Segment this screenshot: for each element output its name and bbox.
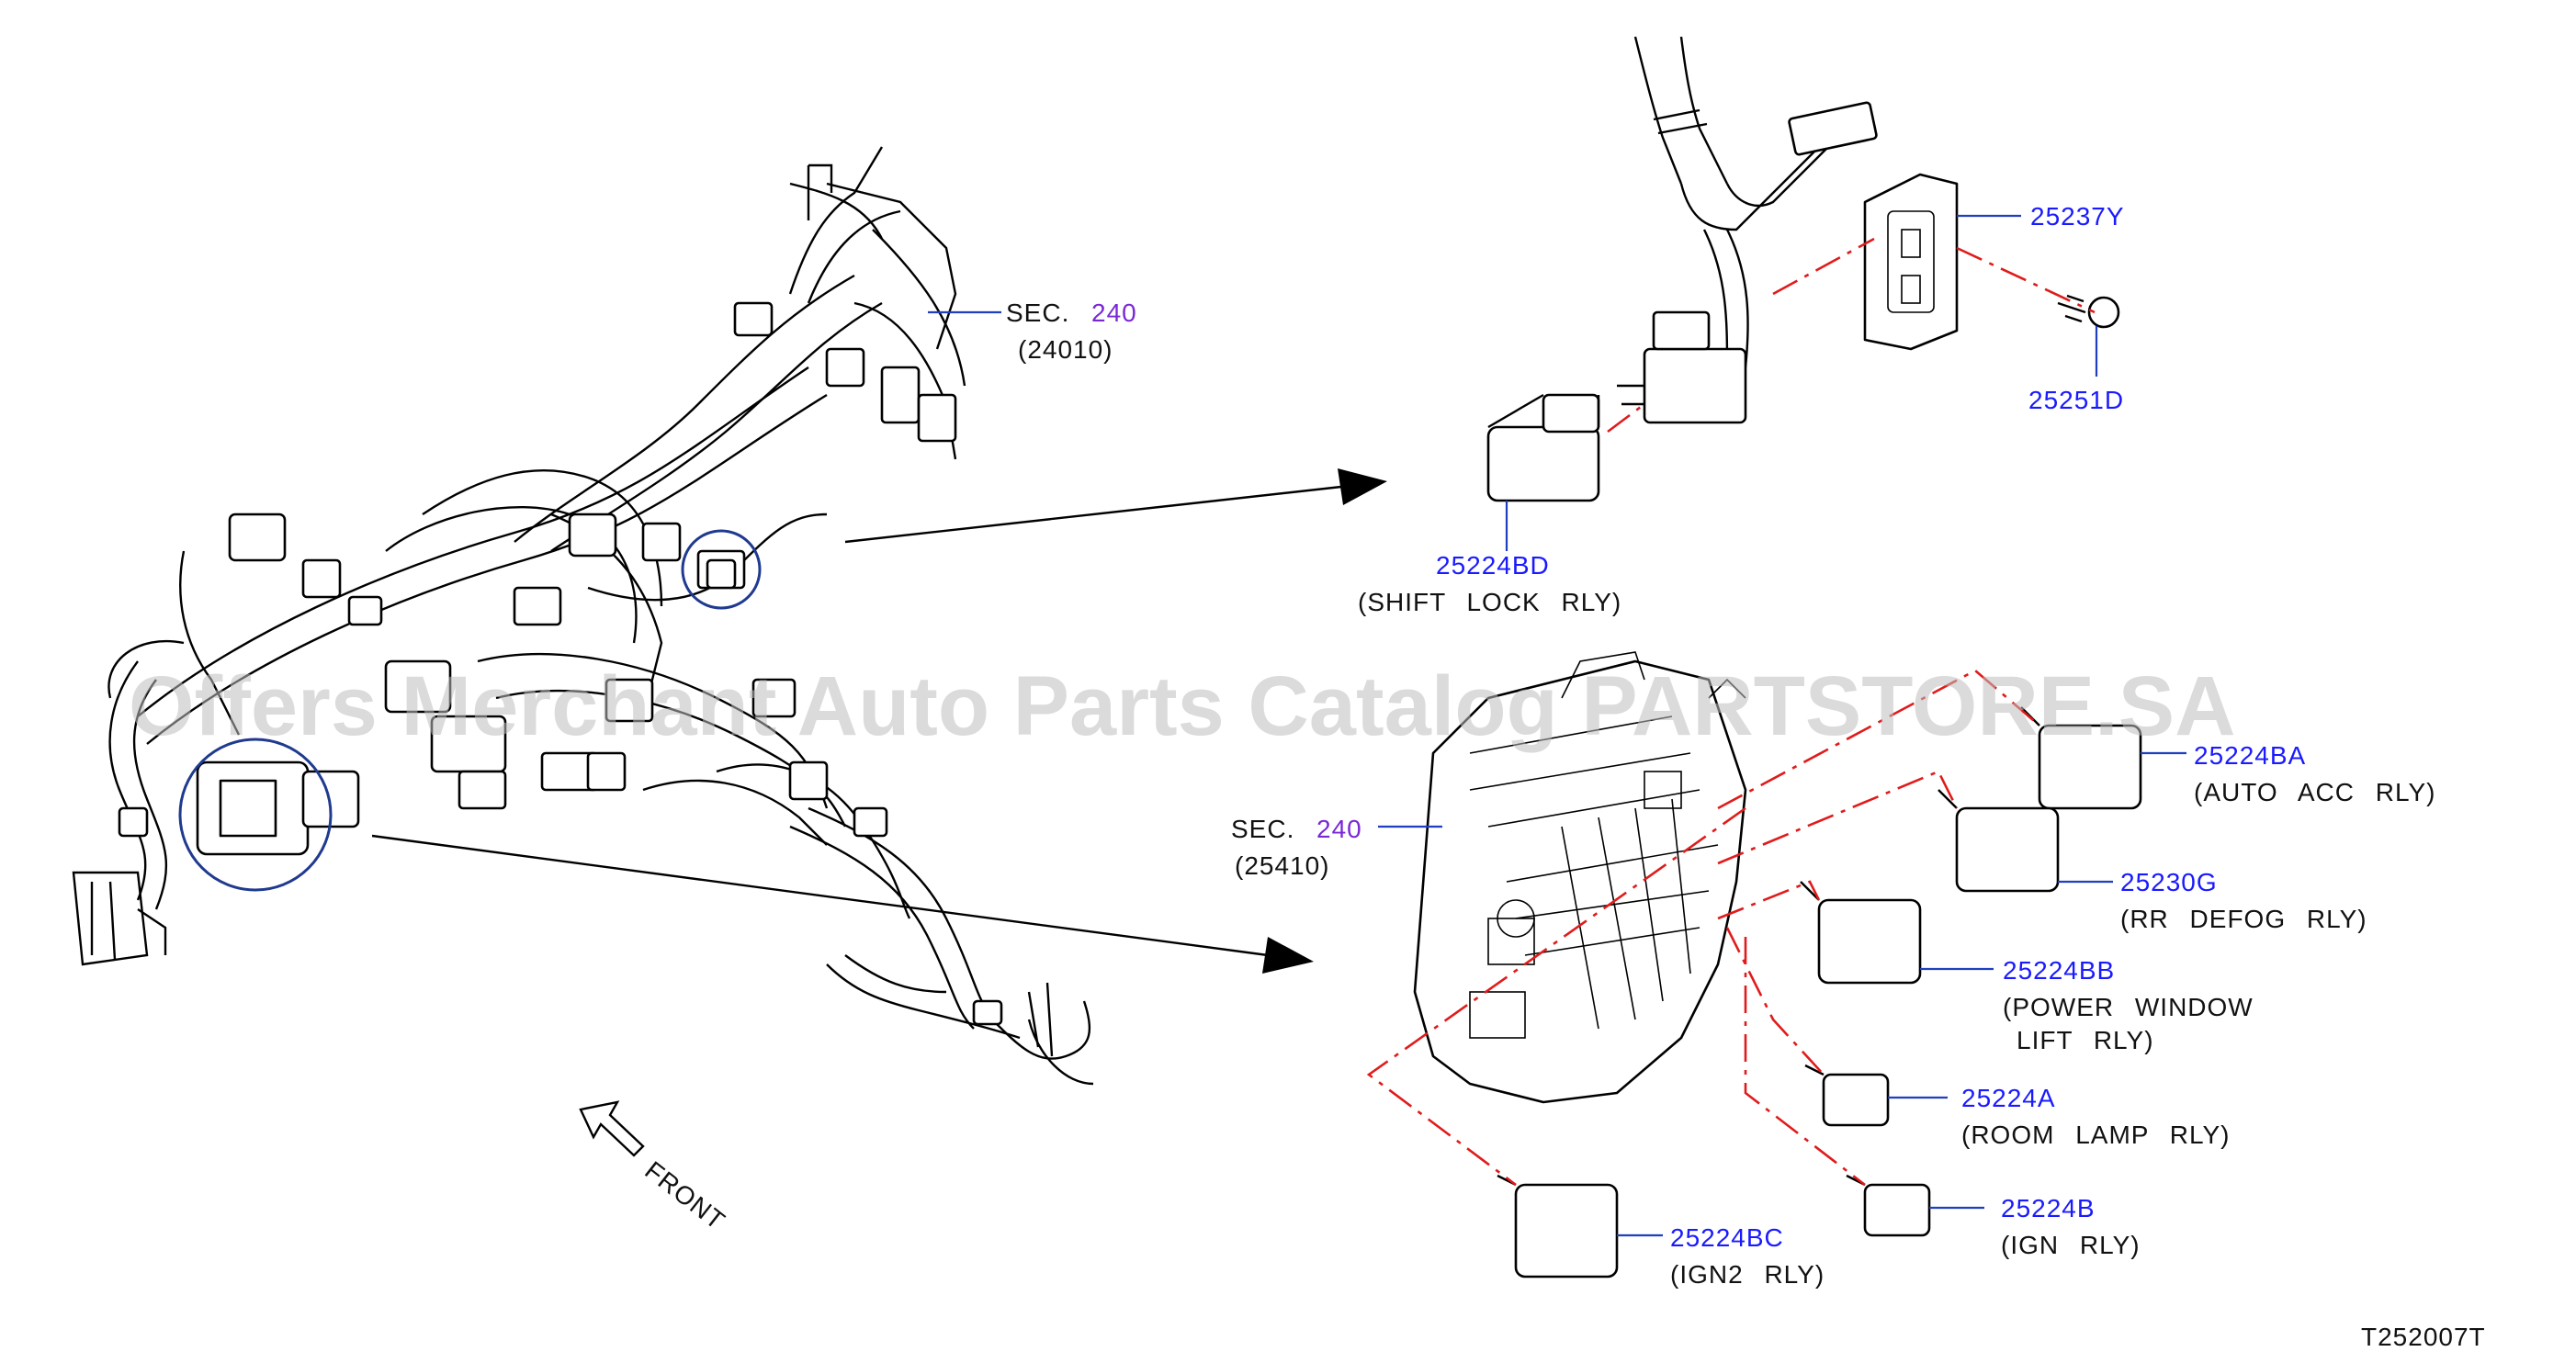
part-label-25224BB: 25224BB (POWER WINDOW LIFT RLY) <box>2003 956 2254 1054</box>
front-label: FRONT <box>639 1155 730 1235</box>
pointer-arrows <box>371 468 1387 974</box>
part-number: 25224BD <box>1436 551 1550 580</box>
part-number: 25224BB <box>2003 956 2115 985</box>
section-ref-25410: SEC. 240 (25410) <box>1231 815 1362 880</box>
watermark: Offers Merchant Auto Parts Catalog PARTS… <box>129 659 2236 753</box>
part-description: (AUTO ACC RLY) <box>2194 778 2435 806</box>
part-label-25230G: 25230G (RR DEFOG RLY) <box>2120 868 2367 933</box>
part-label-25224BD: 25224BD (SHIFT LOCK RLY) <box>1358 551 1621 616</box>
section-1-number: 240 <box>1091 299 1137 327</box>
leader-lines <box>928 214 2186 1237</box>
part-number: 25237Y <box>2030 202 2125 231</box>
part-label-25224A: 25224A (ROOM LAMP RLY) <box>1961 1084 2230 1149</box>
part-number: 25224BC <box>1670 1223 1784 1252</box>
part-number: 25224A <box>1961 1084 2056 1112</box>
part-number: 25230G <box>2120 868 2218 896</box>
part-description: (SHIFT LOCK RLY) <box>1358 588 1621 616</box>
diagram-code: T252007T <box>2361 1323 2486 1351</box>
section-1-prefix: SEC. <box>1006 299 1069 327</box>
part-description: (RR DEFOG RLY) <box>2120 905 2367 933</box>
section-2-ref: (25410) <box>1235 851 1330 880</box>
part-description: (IGN2 RLY) <box>1670 1260 1825 1289</box>
part-label-25237Y: 25237Y <box>2030 202 2125 231</box>
part-description: (IGN RLY) <box>2001 1231 2141 1259</box>
detail-circle-fuse-block <box>178 738 333 892</box>
fuse-block-assembly <box>1366 651 2142 1279</box>
part-number: 25224B <box>2001 1194 2096 1222</box>
shift-lock-assembly <box>1486 36 2120 502</box>
part-label-25251D: 25251D <box>2028 386 2124 414</box>
section-2-prefix: SEC. <box>1231 815 1294 843</box>
part-number: 25224BA <box>2194 741 2306 770</box>
part-description: (POWER WINDOW <box>2003 993 2254 1021</box>
part-label-25224B: 25224B (IGN RLY) <box>2001 1194 2141 1259</box>
detail-circle-shift-lock <box>681 529 762 610</box>
section-2-number: 240 <box>1316 815 1362 843</box>
part-label-25224BA: 25224BA (AUTO ACC RLY) <box>2194 741 2435 806</box>
section-ref-24010: SEC. 240 (24010) <box>1006 299 1137 364</box>
part-label-25224BC: 25224BC (IGN2 RLY) <box>1670 1223 1825 1289</box>
part-description-line2: LIFT RLY) <box>2017 1026 2154 1054</box>
part-number: 25251D <box>2028 386 2124 414</box>
front-indicator: FRONT <box>579 1100 730 1235</box>
part-description: (ROOM LAMP RLY) <box>1961 1121 2230 1149</box>
main-harness-drawing <box>72 146 1094 1086</box>
section-1-ref: (24010) <box>1018 335 1113 364</box>
